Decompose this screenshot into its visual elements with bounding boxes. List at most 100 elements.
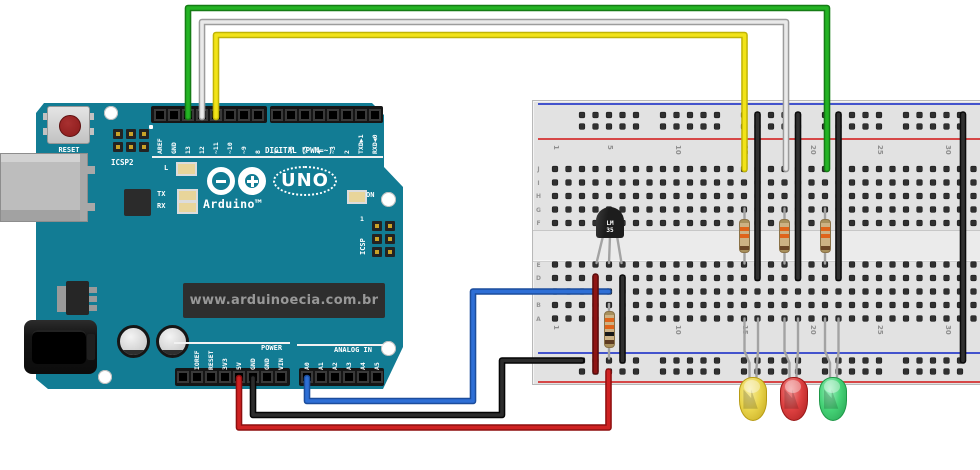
row-label-F: F xyxy=(536,220,541,227)
icsp2-pin xyxy=(113,142,123,152)
column-label-25: 25 xyxy=(876,325,884,335)
led-red xyxy=(779,377,808,421)
icsp2-pin xyxy=(126,129,136,139)
analog-pin-A3 xyxy=(343,371,355,383)
led-on-label: ON xyxy=(366,191,375,199)
column-label-20: 20 xyxy=(808,145,817,155)
led-yellow xyxy=(738,377,767,421)
power-pin-label-3V3: 3V3 xyxy=(221,358,229,370)
resistor-band xyxy=(820,227,830,231)
arduino-logo-text: Arduino™ xyxy=(203,197,263,211)
icsp2-label: ICSP2 xyxy=(111,158,134,167)
uno-text: UNO xyxy=(281,170,329,191)
regulator-pin xyxy=(88,296,97,302)
column-label-30: 30 xyxy=(943,145,952,155)
icsp2-pin xyxy=(113,129,123,139)
power-pin-RESET xyxy=(205,371,217,383)
led-yellow-gloss xyxy=(743,380,760,393)
icsp2-pin1-marker xyxy=(149,125,153,129)
column-label-15: 15 xyxy=(741,325,749,335)
column-label-10: 10 xyxy=(673,145,682,155)
resistor-band xyxy=(820,234,830,238)
icsp2-pin xyxy=(126,142,136,152)
reset-button xyxy=(47,106,90,144)
column-label-25: 25 xyxy=(876,145,884,155)
usb-tab-top xyxy=(85,166,95,174)
digital-pin-label-~9: ~9 xyxy=(240,146,248,154)
reset-tab xyxy=(89,113,94,120)
voltage-regulator xyxy=(66,281,89,315)
digital-pin-4 xyxy=(313,108,325,121)
mounting-hole xyxy=(104,106,118,120)
digital-pin-label-4: 4 xyxy=(315,150,323,154)
digital-pin-label-12: 12 xyxy=(198,146,206,154)
icsp-pin xyxy=(385,221,395,231)
lm35-temperature-sensor: LM 35 xyxy=(596,207,624,238)
led-green xyxy=(819,377,847,421)
power-pin-label-RESET: RESET xyxy=(207,350,215,370)
digital-pin-label-13: 13 xyxy=(184,146,192,154)
top-rail-positive-line xyxy=(538,137,980,140)
resistor-led-red xyxy=(779,219,790,253)
analog-pin-A0 xyxy=(301,371,313,383)
power-pin-label-VIN: VIN xyxy=(277,358,285,370)
digital-pin-12 xyxy=(196,108,208,121)
atmega-chip: www.arduinoecia.com.br xyxy=(183,283,385,318)
resistor-band xyxy=(740,246,749,250)
led-l-indicator xyxy=(176,162,197,176)
analog-pin-label-A1: A1 xyxy=(317,362,325,370)
row-label-G: G xyxy=(536,206,541,214)
regulator-pin xyxy=(88,287,97,293)
usb-connector xyxy=(0,153,88,222)
digital-pin-label-~6: ~6 xyxy=(287,146,295,154)
power-pin-label-IOREF: IOREF xyxy=(193,350,201,370)
analog-pin-label-A4: A4 xyxy=(359,362,367,370)
led-tx-label: TX xyxy=(157,190,166,198)
column-label-15: 15 xyxy=(741,145,749,155)
power-pin-label-GND: GND xyxy=(249,358,257,370)
digital-pin-~6 xyxy=(285,108,297,121)
top-rail-negative-line xyxy=(538,102,980,105)
arduino-logo-minus-circle xyxy=(207,167,235,195)
analog-pin-A1 xyxy=(315,371,327,383)
reset-tab xyxy=(43,113,48,120)
led-l-label: L xyxy=(164,164,169,172)
icsp-pin1-marker: 1 xyxy=(360,215,364,223)
regulator-tab xyxy=(57,286,67,312)
power-jack xyxy=(24,320,97,374)
analog-pin-label-A0: A0 xyxy=(303,362,311,370)
digital-pin-label-AREF: AREF xyxy=(156,138,164,154)
digital-pin-7 xyxy=(271,108,283,121)
power-pin-label-GND: GND xyxy=(263,358,271,370)
digital-pin-label-GND: GND xyxy=(170,142,178,154)
bottom-rail-negative-line xyxy=(538,352,980,354)
mounting-hole xyxy=(381,192,396,207)
led-on-indicator xyxy=(347,190,367,204)
power-caption: POWER xyxy=(261,344,283,352)
lm35-label-line2: 35 xyxy=(606,226,614,234)
digital-pin-~9 xyxy=(238,108,250,121)
power-pin-5V xyxy=(233,371,245,383)
usb-interface-chip xyxy=(124,189,151,216)
mounting-hole xyxy=(98,370,112,384)
icsp-label: ICSP xyxy=(359,238,367,255)
resistor-band xyxy=(604,325,614,329)
row-label-J: J xyxy=(537,166,540,173)
reset-label: RESET xyxy=(58,146,80,154)
row-label-B: B xyxy=(536,302,541,309)
resistor-band xyxy=(604,318,614,322)
analog-pin-A2 xyxy=(329,371,341,383)
digital-pin-label-RXD◀0: RXD◀0 xyxy=(371,134,379,154)
resistor-band xyxy=(604,340,614,344)
power-pin-GND xyxy=(261,371,273,383)
analog-pin-label-A2: A2 xyxy=(331,362,339,370)
led-rx-indicator xyxy=(177,201,198,214)
arduino-logo-plus-circle xyxy=(238,167,266,195)
column-label-30: 30 xyxy=(943,325,952,335)
power-pin-label-5V: 5V xyxy=(235,362,243,370)
column-label-10: 10 xyxy=(673,325,682,335)
resistor-led-green xyxy=(819,219,831,253)
digital-pin-GND xyxy=(168,108,180,121)
icsp-pin xyxy=(385,234,395,244)
